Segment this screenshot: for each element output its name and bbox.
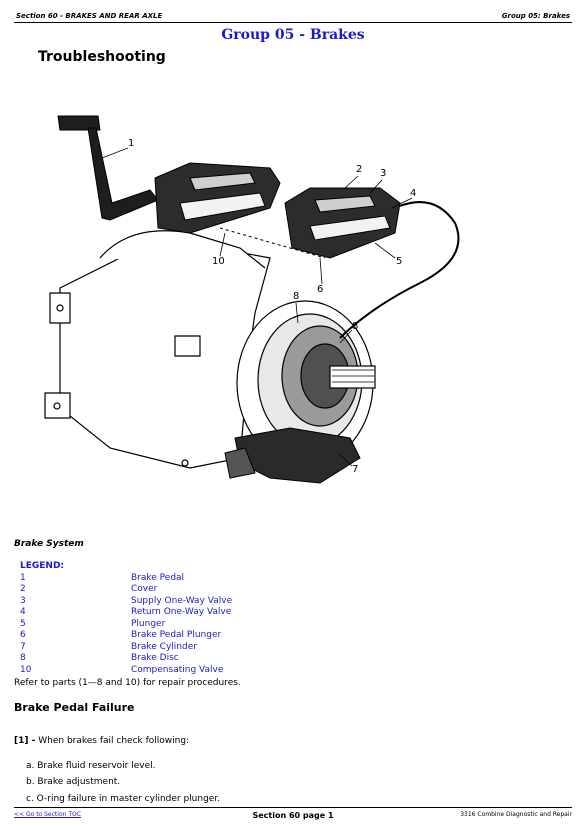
legend-label: Return One-Way Valve [131,607,232,617]
footer-manual-title: 3316 Combine Diagnostic and Repair [460,811,572,818]
legend-label: Brake Pedal Plunger [131,630,222,640]
repair-reference: Refer to parts (1—8 and 10) for repair p… [14,678,241,688]
step-text: When brakes fail check following: [38,736,190,746]
legend-row: 6 Brake Pedal Plunger [20,630,380,641]
callout-8a: 8 [293,291,300,302]
legend-label: Brake Pedal [131,573,185,583]
legend-row: 1 Brake Pedal [20,573,380,584]
brake-pedal [57,115,159,221]
footer-rule [14,807,572,808]
legend-label: Brake Cylinder [131,642,197,652]
legend-label: Brake Disc [131,653,179,663]
legend-number: 5 [20,619,26,629]
callout-4: 4 [410,188,417,199]
master-cylinder-right [284,187,401,259]
axle-housing [44,230,271,469]
legend-row: 8 Brake Disc [20,653,380,664]
section-title: Troubleshooting [38,49,166,65]
legend-number: 3 [20,596,26,606]
legend-number: 6 [20,630,26,640]
master-cylinder-left [154,162,281,234]
brake-line [339,201,460,339]
section-toc-link[interactable]: << Go to Section TOC [14,811,81,818]
legend-row: 2 Cover [20,584,380,595]
footer-page-label: Section 60 page 1 [252,811,334,820]
subsection-title: Brake Pedal Failure [14,701,135,714]
legend-row: 4 Return One-Way Valve [20,607,380,618]
header-rule [14,22,572,23]
legend-number: 7 [20,642,26,652]
legend-number: 2 [20,584,26,594]
brake-cylinder [224,427,361,484]
legend-number: 8 [20,653,26,663]
brake-disc-assembly [236,300,376,466]
legend-number: 1 [20,573,26,583]
legend-row: 10 Compensating Valve [20,665,380,676]
legend-label: Supply One-Way Valve [131,596,233,606]
callout-6: 6 [317,284,324,295]
legend-label: Compensating Valve [131,665,224,675]
callout-10: 10 [212,256,225,267]
legend-label: Cover [131,584,158,594]
legend-row: 7 Brake Cylinder [20,642,380,653]
legend-number: 4 [20,607,26,617]
header-section-label: Section 60 - BRAKES AND REAR AXLE [16,12,163,20]
header-group-label: Group 05: Brakes [501,12,570,20]
check-item: a. Brake fluid reservoir level. [26,761,156,771]
callout-8b: 8 [352,321,359,332]
legend-row: 3 Supply One-Way Valve [20,596,380,607]
callout-1: 1 [128,138,135,149]
legend-label: Plunger [131,619,166,629]
legend-number: 10 [20,665,32,675]
brake-system-illustration: 1 2 3 4 5 6 7 8 8 10 [40,108,470,498]
figure-caption: Brake System [14,539,84,549]
callout-7: 7 [352,464,359,475]
group-title: Group 05 - Brakes [221,27,365,43]
check-item: b. Brake adjustment. [26,777,121,787]
legend-row: 5 Plunger [20,619,380,630]
callout-3: 3 [380,168,387,179]
step-1: [1] - When brakes fail check following: [14,736,189,746]
linkage-dashed [219,227,326,259]
callout-5: 5 [396,256,403,267]
step-number: [1] - [14,736,36,746]
callout-2: 2 [356,164,363,175]
legend-heading: LEGEND: [20,561,65,571]
check-item: c. O-ring failure in master cylinder plu… [26,794,221,804]
